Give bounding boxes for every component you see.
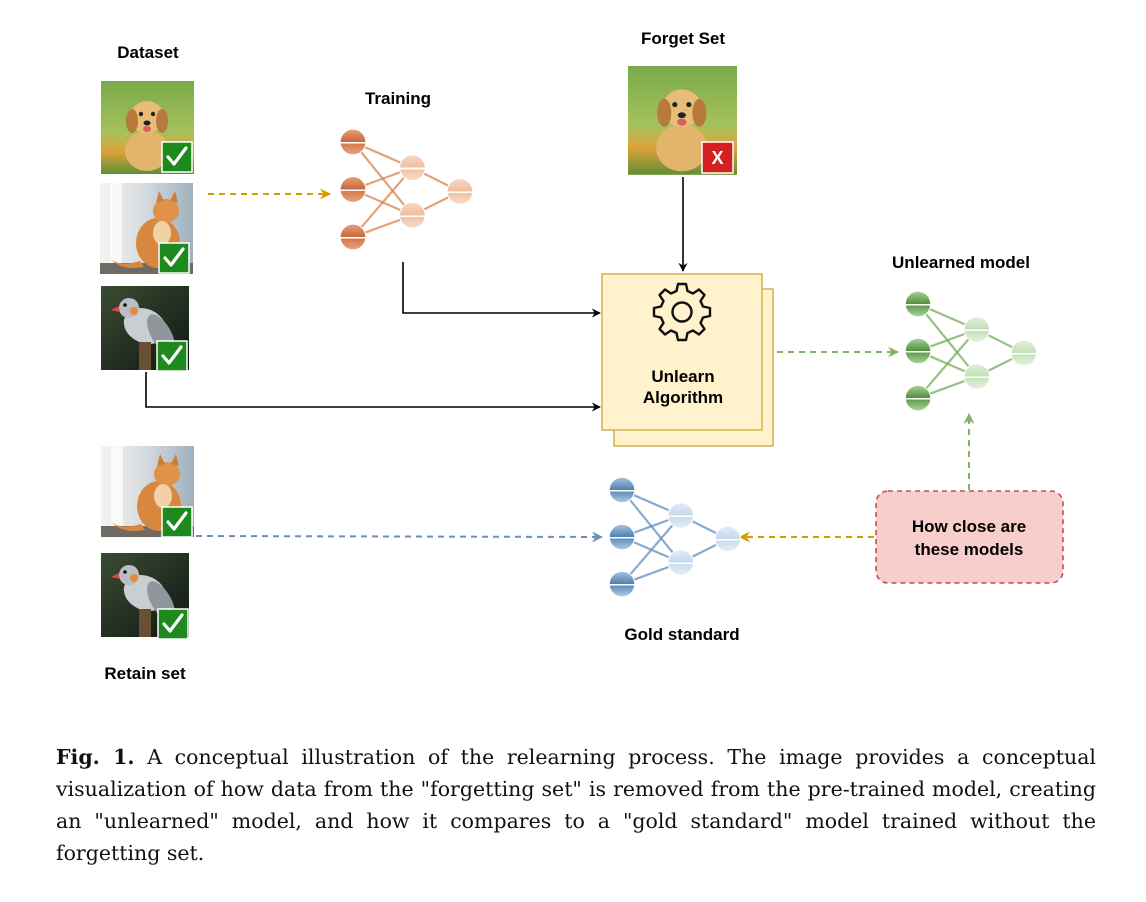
network-node [904,384,932,412]
algorithm-label-line1: Unlearn [651,367,714,386]
network-node [399,201,426,229]
retain-set-label: Retain set [104,664,186,683]
unlearned-network [904,290,1038,412]
dataset-cat-photo [100,183,193,275]
compare-label-line2: these models [915,540,1024,559]
retain-cat-photo [101,446,194,539]
compare-label-line1: How close are [912,517,1026,536]
training-to-algorithm-arrow [402,262,601,318]
retain-bird-photo [101,553,190,641]
forget-set-label: Forget Set [641,29,725,48]
dataset-bird-photo [101,286,189,373]
dataset-label: Dataset [117,43,179,62]
network-node [963,316,991,343]
gold-standard-network [608,476,742,598]
check-icon [156,607,190,641]
check-icon [160,505,194,539]
network-node [399,154,426,182]
network-node [446,178,474,205]
network-node [963,363,991,390]
network-node [608,570,636,598]
network-edge [917,328,978,399]
svg-text:X: X [711,148,723,168]
network-node [667,502,695,529]
figure-label: Fig. 1. [56,745,135,769]
network-edge [352,167,414,238]
forget-dog-photo: X [628,66,737,175]
figure-caption: Fig. 1. A conceptual illustration of the… [56,741,1096,869]
unlearned-model-label: Unlearned model [892,253,1030,272]
network-node [904,290,932,318]
compare-box: How close are these models [875,490,1064,584]
network-node [1010,339,1038,367]
dataset-to-algorithm-arrow [145,372,601,412]
training-label: Training [365,89,431,108]
network-node [608,523,636,551]
check-icon [160,140,194,174]
gold-standard-label: Gold standard [624,625,739,644]
cross-icon: X [701,141,734,174]
network-edge [621,514,682,585]
network-node [714,525,742,553]
caption-text: A conceptual illustration of the relearn… [56,745,1096,865]
algorithm-label-line2: Algorithm [643,388,723,407]
network-node [667,549,695,576]
network-node [608,476,636,504]
network-node [339,128,367,156]
network-node [904,337,932,365]
network-node [339,223,367,251]
unlearn-algorithm-box: Unlearn Algorithm [601,273,774,447]
gear-icon [652,282,712,342]
check-icon [157,241,191,275]
check-icon [155,339,189,373]
dataset-dog-photo [101,81,194,174]
training-network [339,128,474,251]
retain-to-gold-arrow [195,531,604,543]
network-node [339,176,367,203]
